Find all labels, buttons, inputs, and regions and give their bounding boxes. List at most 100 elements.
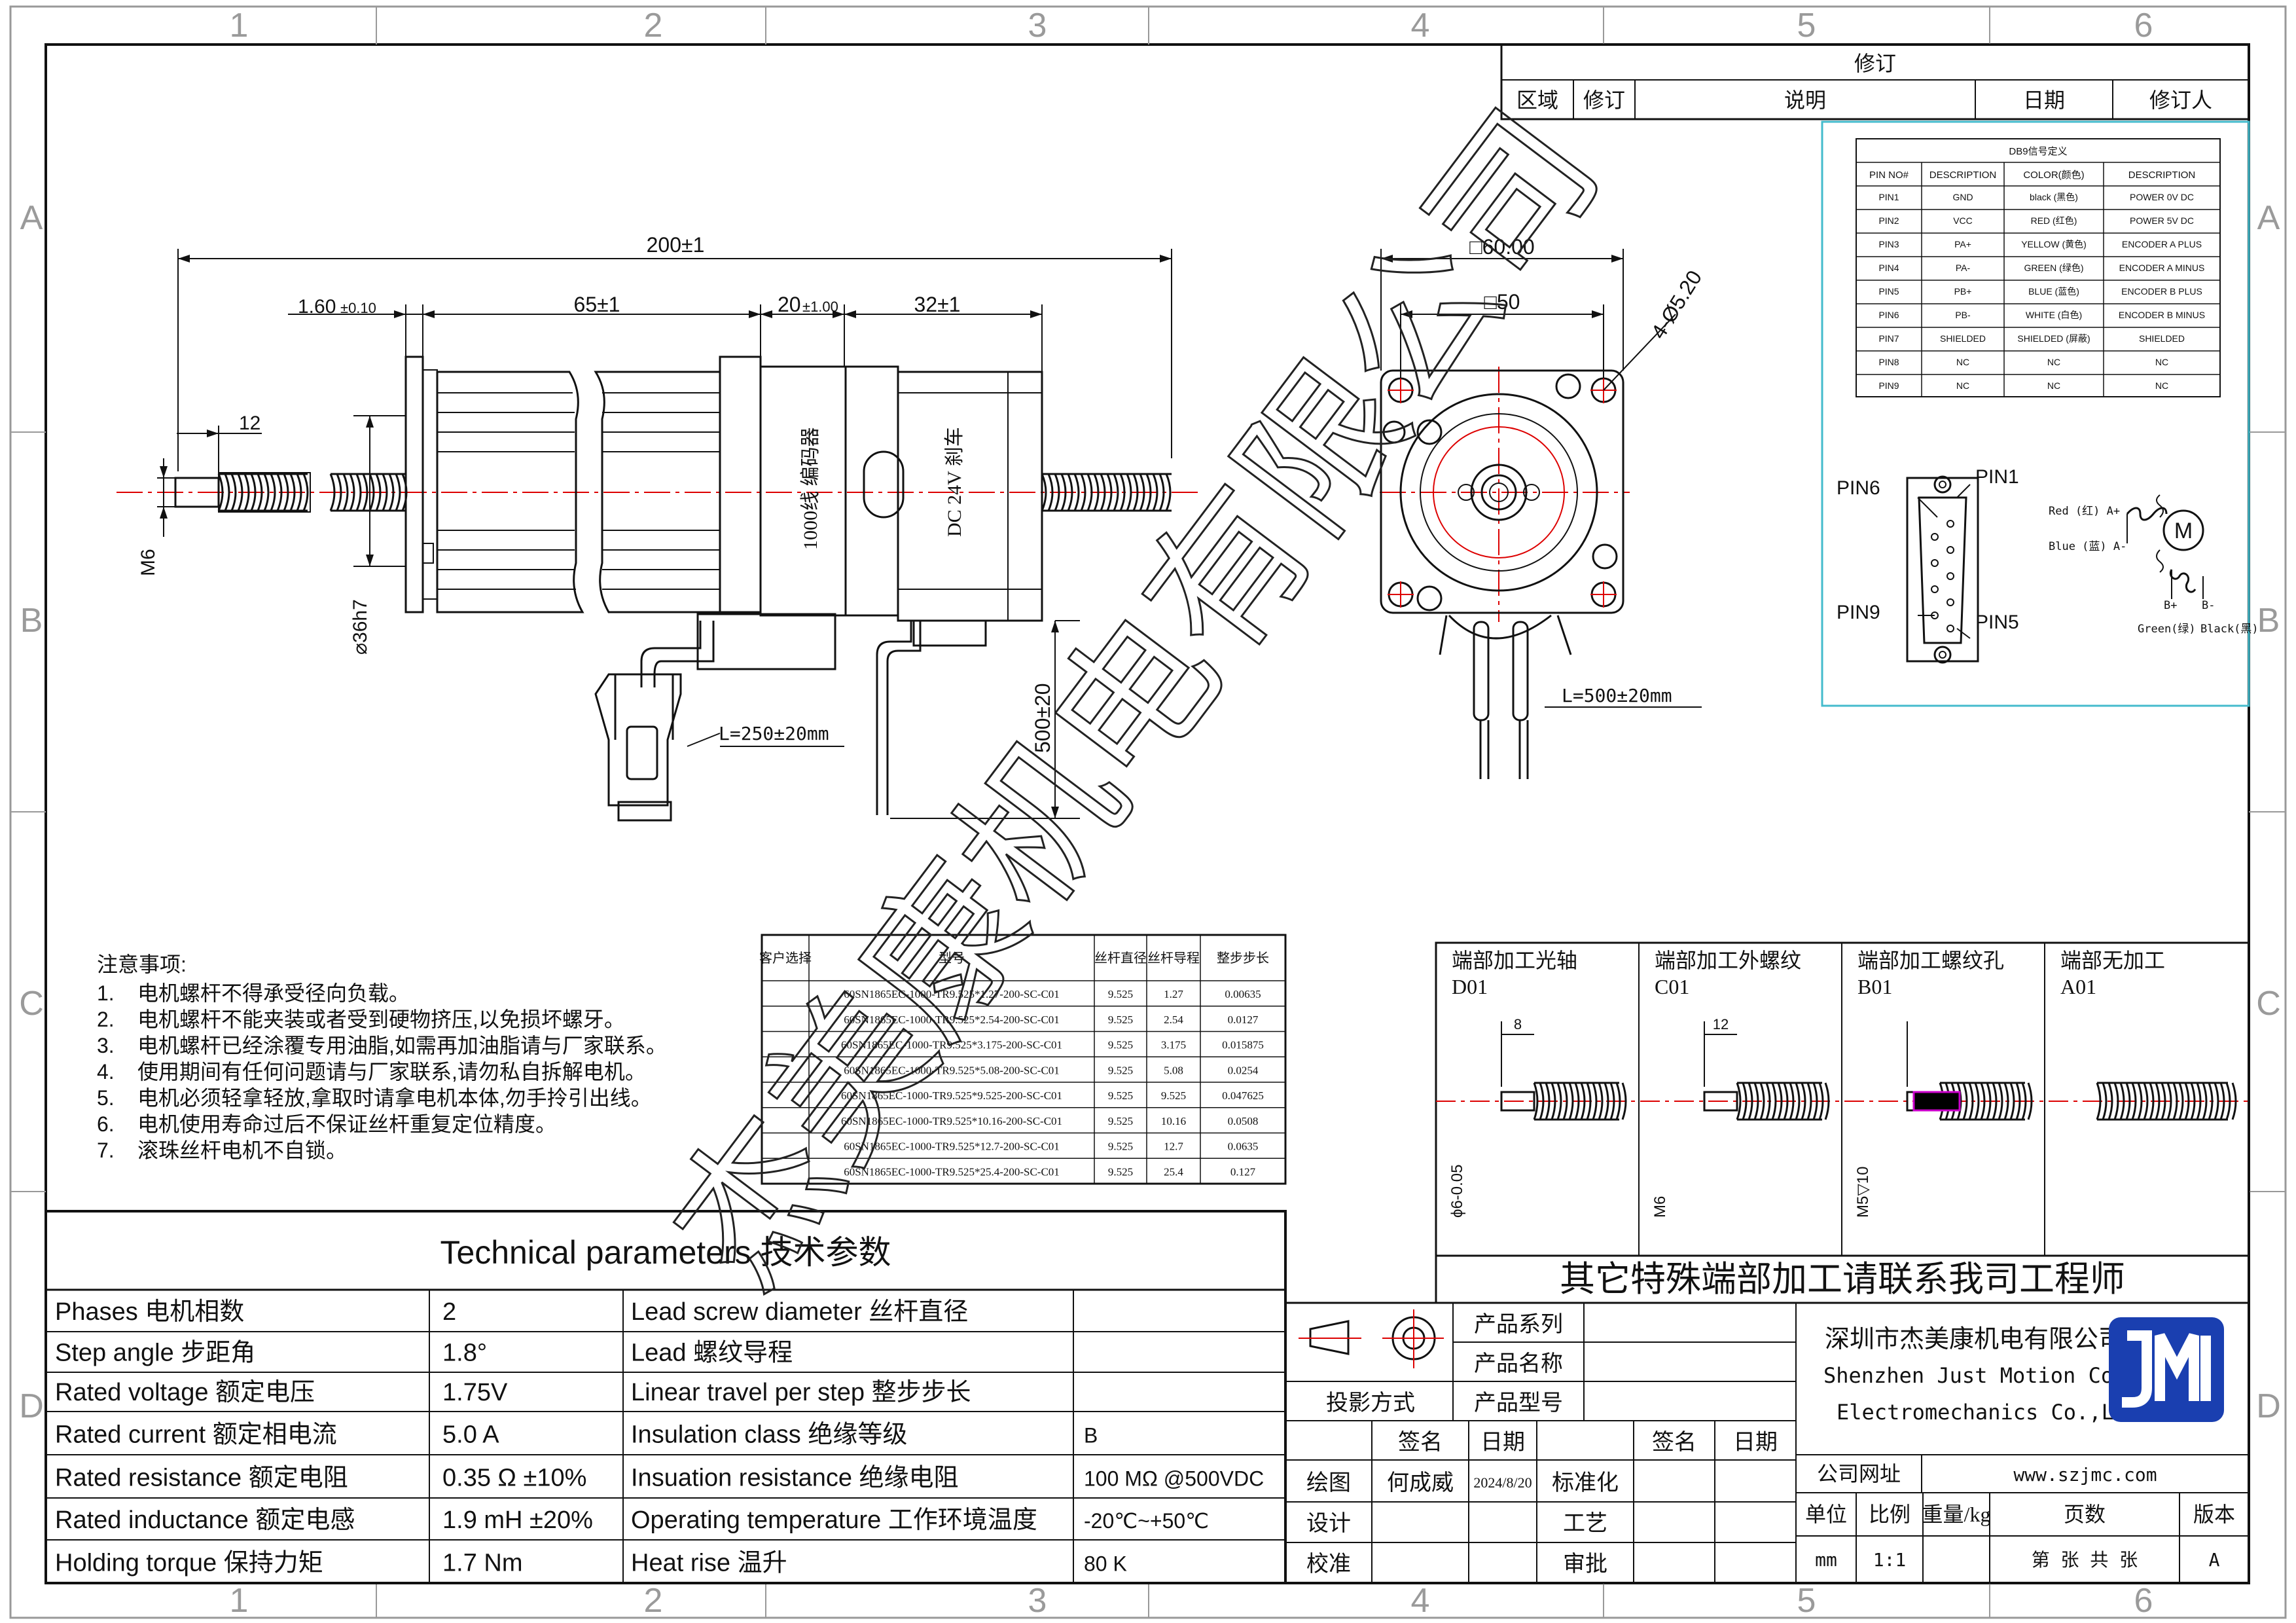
- tb-version-label: 版本: [2193, 1503, 2235, 1526]
- connector-pin6: PIN6: [1837, 477, 1880, 499]
- tech-cell: Step angle 步距角: [55, 1340, 255, 1367]
- title-block: 投影方式 产品系列 产品名称 产品型号 签名 日期 签名 日期 绘图 何成威 标…: [1284, 1302, 2250, 1584]
- tb-date-2: 日期: [1733, 1431, 1778, 1455]
- model-cell: 9.525: [1108, 1140, 1133, 1153]
- db9-header-desc2: DESCRIPTION: [2128, 170, 2196, 181]
- lead-screw-right: [1041, 473, 1172, 512]
- revision-header-reviser: 修订人: [2149, 88, 2212, 112]
- tech-cell: 2: [442, 1298, 456, 1326]
- tb-date-1: 日期: [1480, 1431, 1525, 1455]
- coil-red: Red (红) A+: [2049, 505, 2120, 518]
- tb-drawer: 何成威: [1387, 1470, 1454, 1495]
- end-item-code: D01: [1452, 975, 1488, 998]
- note-number: 7.: [97, 1139, 115, 1162]
- model-cell: 9.525: [1108, 1039, 1133, 1051]
- db9-cell: NC: [1956, 357, 1969, 367]
- model-cell: 0.0254: [1228, 1064, 1259, 1076]
- grid-col-4: 4: [1411, 7, 1430, 45]
- tech-title: Technical parameters 技术参数: [440, 1234, 891, 1271]
- grid-row-a: A: [20, 199, 43, 237]
- note-item: 电机必须轻拿轻放,拿取时请拿电机本体,勿手拎引出线。: [137, 1086, 652, 1110]
- tb-product-name: 产品名称: [1474, 1351, 1563, 1376]
- note-number: 2.: [97, 1008, 115, 1031]
- end-item-title: 端部加工螺纹孔: [1857, 949, 2004, 972]
- model-cell: 60SN1865EC-1000-TR9.525*25.4-200-SC-C01: [844, 1165, 1060, 1178]
- coil-blue: Blue (蓝) A-: [2049, 540, 2126, 553]
- grid-col-3-bottom: 3: [1028, 1582, 1047, 1620]
- db9-cell: PIN5: [1878, 286, 1899, 297]
- note-number: 6.: [97, 1112, 115, 1136]
- tb-unit-label: 单位: [1805, 1503, 1847, 1526]
- grid-col-6: 6: [2134, 7, 2153, 45]
- dim-12: 12: [239, 412, 260, 434]
- tb-company-en2: Electromechanics Co.,LTD: [1837, 1400, 2139, 1425]
- coil-green: Green(绿): [2138, 623, 2196, 636]
- db9-cell: NC: [1956, 380, 1969, 391]
- connector-pin9: PIN9: [1837, 602, 1880, 623]
- db9-cell: ENCODER B MINUS: [2119, 310, 2205, 320]
- end-item-title: 端部加工外螺纹: [1655, 949, 1801, 972]
- model-cell: 9.525: [1108, 1064, 1133, 1076]
- db9-cell: SHIELDED (屏蔽): [2017, 333, 2090, 344]
- end-screw: [1703, 1021, 1830, 1121]
- side-view: 1000线 编码器 DC 24V 刹车: [117, 233, 1200, 822]
- brake-label: DC 24V 刹车: [944, 427, 965, 537]
- tech-cell: 1.7 Nm: [442, 1550, 522, 1577]
- db9-cell: NC: [2155, 380, 2168, 391]
- model-cell: 1.27: [1164, 988, 1183, 1000]
- db9-cell: PIN2: [1878, 215, 1899, 226]
- tb-weight-label: 重量/kg: [1922, 1503, 1991, 1526]
- db9-connector-diagram: PIN6 PIN1 PIN9 PIN5 M Red (红) A+ Blue (蓝…: [1837, 466, 2259, 664]
- tb-website-label: 公司网址: [1817, 1462, 1901, 1486]
- model-cell: 60SN1865EC-1000-TR9.525*12.7-200-SC-C01: [844, 1140, 1060, 1153]
- end-item-code: A01: [2060, 975, 2096, 998]
- grid-col-2-bottom: 2: [644, 1582, 663, 1620]
- model-cell: 9.525: [1108, 1089, 1133, 1102]
- db9-cell: PIN4: [1878, 263, 1899, 273]
- grid-col-5: 5: [1797, 7, 1816, 45]
- db9-cell: ENCODER A MINUS: [2119, 263, 2205, 273]
- model-cell: 60SN1865EC-1000-TR9.525*10.16-200-SC-C01: [841, 1115, 1062, 1127]
- db9-header-pin: PIN NO#: [1869, 170, 1909, 181]
- grid-row-b: B: [20, 602, 43, 640]
- model-header-model: 型号: [939, 951, 965, 966]
- grid-row-d-right: D: [2256, 1387, 2281, 1425]
- db9-cell: black (黑色): [2030, 192, 2078, 202]
- model-cell: 0.127: [1230, 1165, 1256, 1178]
- end-item-code: C01: [1655, 975, 1689, 998]
- tech-cell: 1.9 mH ±20%: [442, 1506, 593, 1534]
- tech-cell: -20℃~+50℃: [1084, 1509, 1209, 1533]
- tb-pages: 第 张 共 张: [2032, 1549, 2138, 1571]
- tech-cell: Insulation class 绝缘等级: [631, 1421, 907, 1449]
- db9-header-color: COLOR(颜色): [2023, 170, 2084, 181]
- note-item: 滚珠丝杆电机不自锁。: [137, 1139, 347, 1162]
- model-cell: 0.00635: [1225, 988, 1261, 1000]
- notes-title: 注意事项:: [97, 953, 187, 976]
- model-header-step: 整步步长: [1217, 951, 1269, 966]
- model-cell: 60SN1865EC-1000-TR9.525*2.54-200-SC-C01: [844, 1013, 1060, 1026]
- front-square-outer: □60.00: [1469, 235, 1534, 259]
- revision-header-area: 区域: [1516, 88, 1558, 112]
- tb-approve: 审批: [1563, 1552, 1607, 1577]
- model-header-lead: 丝杆导程: [1147, 951, 1200, 966]
- grid-row-b-right: B: [2257, 602, 2280, 640]
- grid-row-c-right: C: [2256, 985, 2281, 1023]
- tech-cell: Rated voltage 额定电压: [55, 1379, 315, 1406]
- db9-cell: PIN7: [1878, 333, 1899, 344]
- model-cell: 60SN1865EC-1000-TR9.525*5.08-200-SC-C01: [844, 1064, 1060, 1076]
- db9-panel: DB9信号定义 PIN NO# DESCRIPTION COLOR(颜色) DE…: [1821, 120, 2250, 707]
- note-item: 电机螺杆不得承受径向负载。: [137, 981, 410, 1005]
- end-screw: [2096, 1082, 2237, 1121]
- end-item-side: M6: [1651, 1196, 1669, 1218]
- end-footer: 其它特殊端部加工请联系我司工程师: [1560, 1260, 2125, 1299]
- grid-col-2: 2: [644, 7, 663, 45]
- model-cell: 5.08: [1164, 1064, 1183, 1076]
- tb-sign-2: 签名: [1652, 1430, 1696, 1455]
- revision-title: 修订: [1854, 52, 1896, 75]
- grid-row-c: C: [19, 985, 44, 1023]
- coil-black: Black(黑): [2200, 623, 2259, 636]
- dim-shaft-step: 1.60: [298, 296, 336, 318]
- grid-row-d: D: [19, 1387, 44, 1425]
- db9-cell: SHIELDED: [2139, 333, 2185, 344]
